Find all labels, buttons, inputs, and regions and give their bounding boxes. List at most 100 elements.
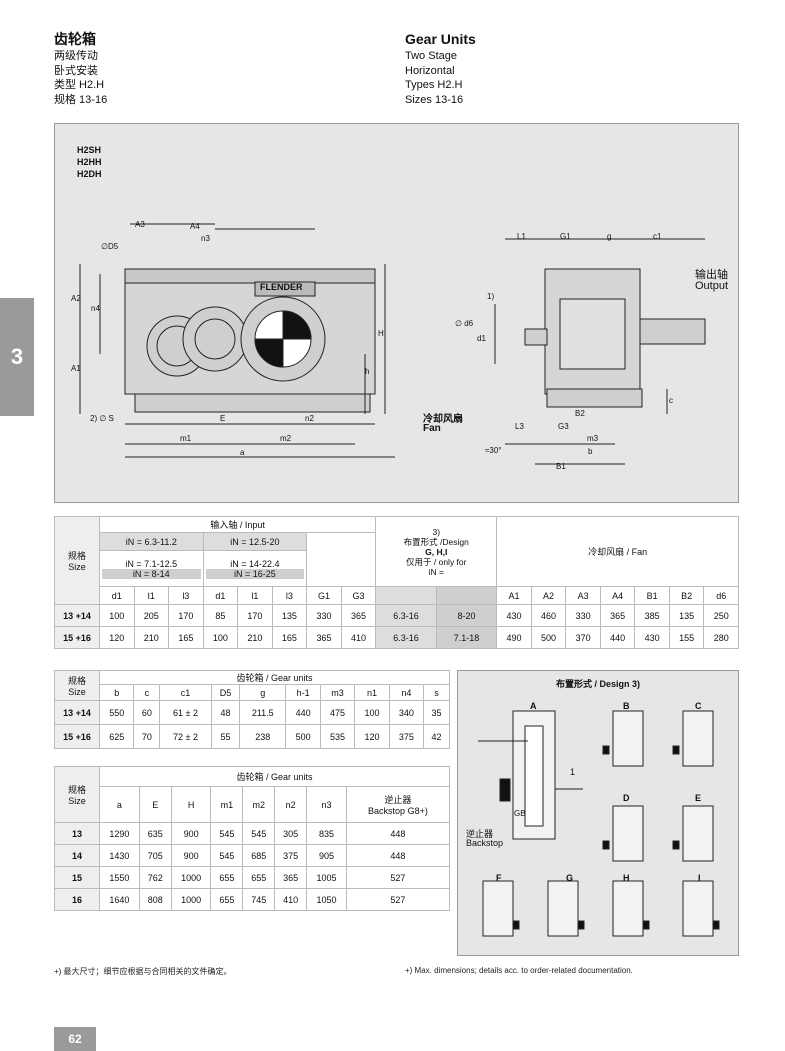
dim-label: L3 — [515, 422, 524, 431]
cn-line: 类型 H2.H — [54, 79, 105, 91]
chapter-tab: 3 — [0, 298, 34, 416]
col-header: m1 — [210, 786, 244, 823]
col-header: l1 — [237, 586, 273, 605]
backstop-en: Backstop — [466, 838, 504, 848]
dim-label: ∅D5 — [101, 242, 119, 251]
col-header: d6 — [703, 586, 739, 605]
col-header: n2 — [274, 786, 308, 823]
output-en: Output — [695, 280, 729, 292]
col-header: A2 — [530, 586, 567, 605]
table-title: 齿轮箱 / Gear units — [99, 670, 450, 685]
design-letter: C — [695, 701, 702, 711]
col-header: G3 — [340, 586, 377, 605]
dim-label: A4 — [190, 222, 200, 231]
en-line: Horizontal — [405, 64, 455, 77]
dim-label: H — [378, 329, 384, 338]
gb-label: GB — [514, 809, 526, 818]
fan-en: Fan — [423, 423, 441, 434]
dim-label: E — [220, 414, 226, 423]
input-title: 输入轴 / Input — [98, 516, 377, 533]
col-header: n1 — [354, 684, 390, 701]
fan-cn: 冷却风扇 — [423, 414, 463, 425]
dim-label: c1 — [653, 232, 662, 241]
cn-line: 规格 13-16 — [54, 93, 108, 106]
dim-label: B2 — [575, 409, 585, 418]
design-letter: F — [496, 873, 502, 883]
design-letter: D — [623, 793, 630, 803]
technical-drawing: H2SH H2HH H2DH FLENDER A3 A4 n3 ∅D5 A2 n… — [54, 123, 739, 503]
dim-label: h — [365, 367, 370, 376]
col-header — [375, 586, 437, 605]
dim-label: n2 — [305, 414, 314, 423]
col-header: B1 — [634, 586, 670, 605]
one-label: 1 — [570, 767, 576, 777]
backstop-cn: 逆止器 — [466, 829, 494, 839]
col-header: d1 — [202, 586, 239, 605]
col-header: D5 — [210, 684, 241, 701]
design-letter: I — [698, 873, 701, 883]
cn-title: 齿轮箱 — [54, 31, 96, 47]
dim-label: G3 — [558, 422, 569, 431]
dim-label: m3 — [587, 434, 599, 443]
design-letter: G — [566, 873, 574, 883]
col-header: h-1 — [285, 684, 321, 701]
design-letter: H — [623, 873, 630, 883]
col-header: l1 — [133, 586, 170, 605]
col-header: H — [170, 786, 212, 823]
gear-unit-drawing-svg — [79, 223, 706, 465]
col-header — [435, 586, 498, 605]
dim-label: B1 — [556, 462, 566, 471]
en-title: Gear Units — [405, 31, 476, 47]
dim-label: 1) — [487, 292, 495, 301]
dim-label: ∅ d6 — [455, 319, 474, 328]
dim-label: d1 — [477, 334, 486, 343]
output-cn: 输出轴 — [695, 269, 728, 281]
col-header: A1 — [496, 586, 532, 605]
design-title: 布置形式 / Design 3) — [555, 679, 640, 689]
dim-label: b — [588, 447, 593, 456]
dim-label: n3 — [201, 234, 210, 243]
col-header: E — [138, 786, 172, 823]
dim-label: c — [669, 396, 673, 405]
col-header: m3 — [319, 684, 356, 701]
dim-label: G1 — [560, 232, 571, 241]
en-line: Types H2.H — [405, 79, 463, 91]
en-line: Two Stage — [405, 50, 457, 62]
dim-label: m2 — [280, 434, 292, 443]
ratio-cell: iN = 12.5-20 — [202, 532, 308, 551]
variant-code: H2DH — [77, 169, 102, 179]
dim-label: m1 — [180, 434, 192, 443]
cn-line: 两级传动 — [54, 50, 98, 62]
en-line: Sizes 13-16 — [405, 93, 464, 106]
design-panel: 布置形式 / Design 3) A — [457, 670, 739, 956]
footnote-cn: +) 最大尺寸；细节应根据与合同相关的文件确定。 — [54, 967, 232, 976]
dim-label: ≈30° — [485, 446, 502, 455]
fan-title: 冷却风扇 / Fan — [496, 516, 739, 587]
blank-cell — [306, 532, 377, 587]
variant-code: H2HH — [77, 157, 102, 167]
col-header: A4 — [599, 586, 636, 605]
col-header: A3 — [565, 586, 601, 605]
cn-line: 卧式安装 — [54, 64, 98, 77]
dim-label: A3 — [135, 220, 145, 229]
col-header: G1 — [306, 586, 342, 605]
dim-label: 2) ∅ S — [90, 414, 114, 423]
dim-label: a — [240, 448, 245, 457]
col-header: l3 — [168, 586, 204, 605]
ratio-cell: iN = 6.3-11.2 — [99, 532, 204, 551]
col-header: B2 — [668, 586, 705, 605]
page-number: 62 — [54, 1027, 96, 1051]
design-diagrams-svg — [478, 710, 720, 937]
col-header: m2 — [242, 786, 276, 823]
